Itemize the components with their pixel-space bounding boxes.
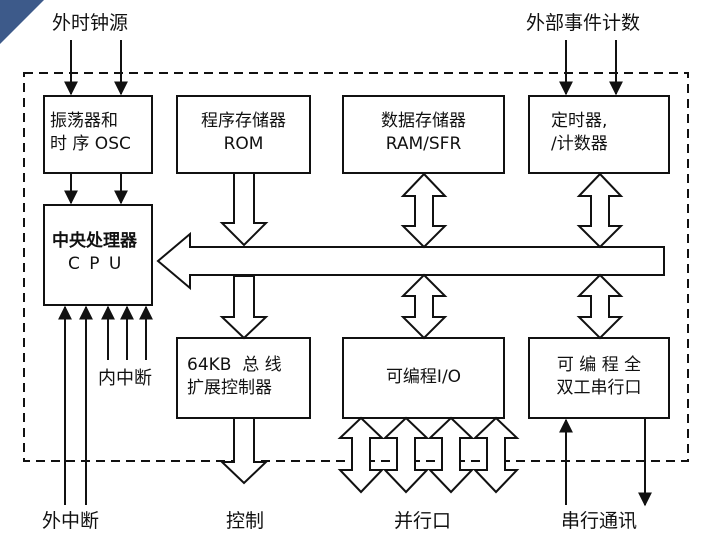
parallel-port-arrow-3 [427, 416, 475, 494]
parallel-port-arrow-1 [337, 416, 385, 494]
bus-io-arrow [400, 273, 448, 340]
bus-expansion-line2: 扩展控制器 [187, 378, 272, 398]
control-label: 控制 [226, 510, 265, 532]
serial-port-line1: 可 编 程 全 [556, 355, 642, 375]
slide-corner-decoration [0, 0, 44, 44]
data-memory-bus-arrow [400, 172, 448, 249]
oscillator-title: 振荡器和 时 序 OSC [50, 110, 131, 156]
serial-port-title: 可 编 程 全 双工串行口 [529, 354, 669, 400]
programmable-io-line1: 可编程I/O [385, 367, 462, 387]
parallel-port-arrow-4 [472, 416, 520, 494]
internal-bus-arrow [156, 231, 665, 291]
serial-comm-label: 串行通讯 [561, 510, 638, 532]
program-memory-title: 程序存储器 ROM [177, 110, 310, 156]
programmable-io-title: 可编程I/O [343, 366, 504, 389]
timer-counter-block [528, 95, 670, 174]
int-interrupt-label: 内中断 [98, 368, 152, 389]
timer-bus-arrow [576, 172, 624, 249]
ext-event-count-label: 外部事件计数 [526, 12, 641, 34]
timer-counter-line2: /计数器 [551, 134, 608, 154]
ext-clock-label: 外时钟源 [52, 12, 129, 34]
parallel-port-arrow-2 [382, 416, 430, 494]
program-memory-line2: ROM [223, 134, 264, 154]
ext-interrupt-label: 外中断 [42, 510, 100, 532]
serial-port-line2: 双工串行口 [556, 378, 642, 398]
program-memory-line1: 程序存储器 [201, 111, 286, 131]
bus-expansion-title: 64KB 总 线 扩展控制器 [187, 354, 282, 400]
rom-to-bus-arrow [219, 172, 269, 247]
bus-to-expansion-arrow [219, 275, 269, 340]
data-memory-line1: 数据存储器 [381, 111, 466, 131]
timer-counter-title: 定时器, /计数器 [551, 110, 608, 156]
data-memory-block [342, 95, 505, 174]
data-memory-line2: RAM/SFR [385, 134, 462, 154]
cpu-line1: 中央处理器 [52, 231, 137, 251]
oscillator-line2: 时 序 OSC [50, 134, 131, 154]
parallel-port-label: 并行口 [394, 510, 452, 532]
bus-expansion-line1: 64KB 总 线 [187, 355, 282, 375]
oscillator-line1: 振荡器和 [50, 111, 118, 131]
bus-serial-arrow [576, 273, 624, 340]
cpu-block [43, 204, 153, 306]
expansion-to-control-arrow [219, 417, 269, 485]
oscillator-block [43, 95, 153, 174]
cpu-line2: C P U [68, 254, 124, 274]
data-memory-title: 数据存储器 RAM/SFR [343, 110, 504, 156]
timer-counter-line1: 定时器, [551, 111, 608, 131]
cpu-title: 中央处理器 C P U [52, 230, 137, 276]
